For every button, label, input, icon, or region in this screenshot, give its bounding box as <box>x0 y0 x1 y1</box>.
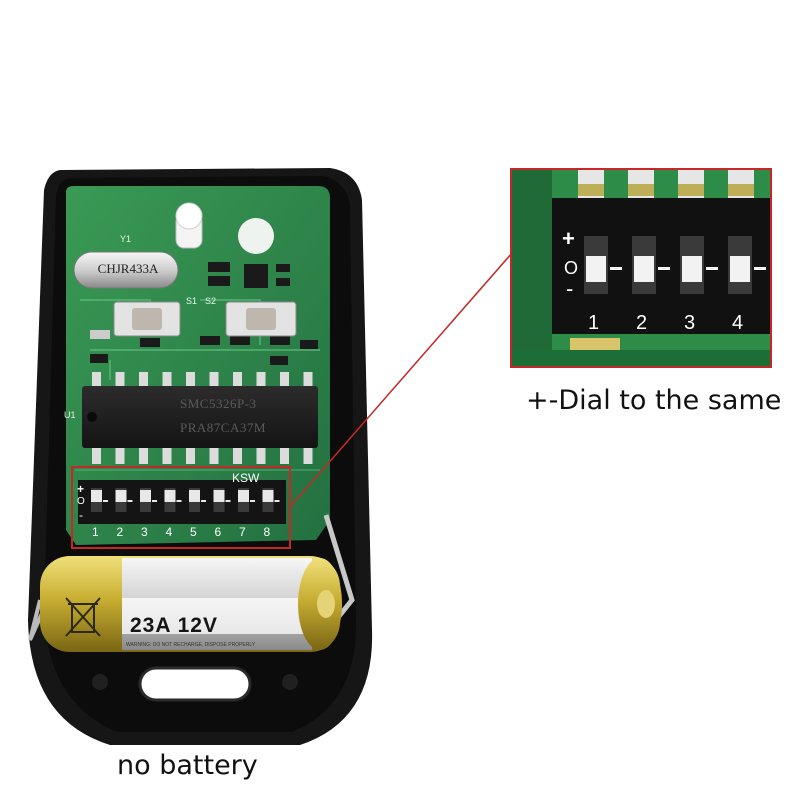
dip-toggle <box>213 490 225 502</box>
dip-switch-zoom-inset: + O - 1 2 3 4 <box>510 168 772 368</box>
dip-position-number: 8 <box>263 525 271 539</box>
dip-position-number: 2 <box>116 525 124 539</box>
dip-tick <box>274 500 280 502</box>
ic-pin <box>209 444 219 464</box>
smd-components <box>90 262 318 365</box>
zoom-dip-toggle <box>634 256 654 282</box>
zoom-dip-tick <box>610 267 622 270</box>
ic-pin <box>92 372 101 390</box>
ic-pin <box>115 444 125 464</box>
dip-toggle <box>238 490 249 502</box>
ic-pin <box>233 372 242 390</box>
dip-tick <box>250 500 255 502</box>
ic-pin <box>162 444 172 464</box>
ic-pin <box>233 444 242 464</box>
encoder-ic <box>82 372 318 464</box>
crystal-ref-label: Y1 <box>120 234 132 244</box>
dip-position-number: 7 <box>239 525 246 539</box>
ic-pin <box>256 444 266 464</box>
dip-position-number: 5 <box>190 525 197 539</box>
dip-position-number: 4 <box>165 525 173 539</box>
battery-23a <box>40 556 342 652</box>
button2-ref-label: S2 <box>205 296 217 306</box>
dip-toggle <box>115 490 127 502</box>
zoom-dip-tick <box>706 267 718 270</box>
dip-tick <box>225 500 231 502</box>
ic-pin <box>186 444 195 464</box>
dip-toggle <box>91 490 102 502</box>
zoom-position-number: 1 <box>588 312 600 334</box>
zoom-dip-toggle <box>586 256 606 282</box>
ic-pin <box>303 372 313 390</box>
dip-toggle <box>164 490 176 502</box>
zoom-position-number: 4 <box>732 312 744 334</box>
zoom-pin-solder <box>628 184 654 196</box>
ic-pin <box>139 372 148 390</box>
ic-pin <box>280 444 289 464</box>
ic-pin <box>139 444 148 464</box>
dip-toggle <box>140 490 151 502</box>
led-icon <box>175 202 203 249</box>
ic-pin <box>162 372 172 390</box>
dip-toggle <box>262 490 274 502</box>
button1-ref-label: S1 <box>186 296 198 306</box>
zoom-zero-label: O <box>564 258 579 278</box>
battery-caption: no battery <box>117 750 258 781</box>
dip-minus-label: - <box>79 508 83 522</box>
dip-switch-block <box>78 480 286 524</box>
zoom-dip-toggle <box>730 256 750 282</box>
zoom-pin-solder <box>728 184 754 196</box>
ic-label-line2: PRA87CA37M <box>180 420 266 435</box>
dip-tick <box>201 500 206 502</box>
zoom-position-number: 3 <box>684 312 696 334</box>
zoom-dip-tick <box>754 267 766 270</box>
dip-toggle <box>189 490 200 502</box>
zoom-dip-toggle <box>682 256 702 282</box>
battery-label: 23A 12V <box>130 614 218 637</box>
zoom-pin-solder <box>678 184 704 196</box>
battery-fine-print: WARNING: DO NOT RECHARGE, DISPOSE PROPER… <box>126 642 256 648</box>
zoom-connector-line <box>289 252 513 508</box>
ic-label-line1: SMC5326P-3 <box>180 396 257 411</box>
ic-pin <box>303 444 313 464</box>
zoom-position-number: 2 <box>636 312 648 334</box>
ic-pin <box>209 372 219 390</box>
crystal-label: CHJR433A <box>97 261 159 276</box>
dip-position-number: 6 <box>214 525 222 539</box>
ic-pin <box>280 372 289 390</box>
zoom-pin-solder <box>578 184 604 196</box>
dip-tick <box>127 500 133 502</box>
dip-switch-caption: +-Dial to the same <box>526 385 782 416</box>
dip-tick <box>152 500 157 502</box>
ic-pin <box>256 372 266 390</box>
ic-ref-label: U1 <box>64 410 76 420</box>
dip-tick <box>103 500 108 502</box>
ic-pin <box>115 372 125 390</box>
ic-pin <box>186 372 195 390</box>
ksw-label: KSW <box>232 471 260 485</box>
dip-zero-label: O <box>77 496 85 507</box>
keyring-slot <box>140 668 250 700</box>
dip-position-number: 3 <box>141 525 148 539</box>
dip-plus-label: + <box>77 482 85 496</box>
zoom-plus-label: + <box>562 226 575 251</box>
push-buttons <box>113 301 297 337</box>
dip-tick <box>176 500 182 502</box>
crystal-oscillator <box>73 251 179 289</box>
dip-highlight-box <box>71 466 291 549</box>
zoom-dip-tick <box>658 267 670 270</box>
dip-position-number: 1 <box>92 525 99 539</box>
ic-pin <box>92 444 101 464</box>
zoom-minus-label: - <box>566 276 574 301</box>
recycle-bin-icon <box>65 597 101 637</box>
